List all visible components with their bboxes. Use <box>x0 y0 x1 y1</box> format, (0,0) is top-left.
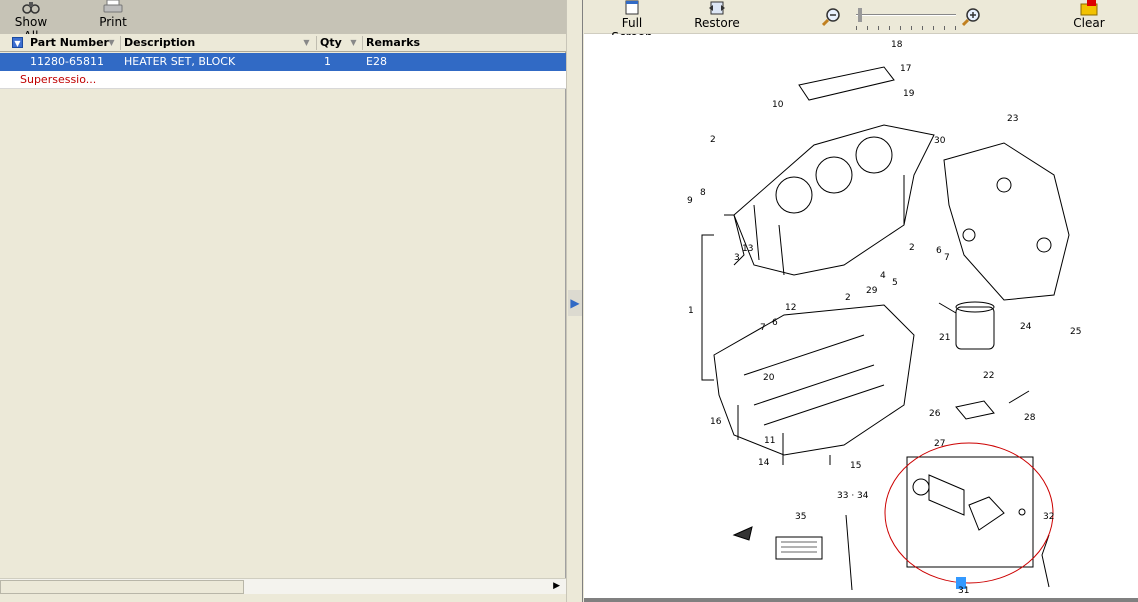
zoom-slider-track <box>856 14 956 16</box>
callout[interactable]: 35 <box>795 512 806 522</box>
callout[interactable]: 3 <box>734 253 740 263</box>
callout[interactable]: 21 <box>939 333 950 343</box>
pane-splitter[interactable]: ▶ <box>566 0 583 602</box>
callout[interactable]: 29 <box>866 286 878 296</box>
zoom-slider[interactable] <box>856 8 956 32</box>
callout[interactable]: 12 <box>785 303 796 313</box>
column-separator[interactable] <box>316 36 317 50</box>
print-button[interactable]: Print <box>96 0 130 29</box>
zoom-slider-handle[interactable] <box>858 8 862 22</box>
binoculars-icon <box>22 2 40 14</box>
zoom-out-icon[interactable] <box>822 7 842 27</box>
callout[interactable]: 6 <box>772 318 778 328</box>
callout[interactable]: 32 <box>1043 512 1054 522</box>
restore-label: Restore <box>694 16 740 30</box>
callout[interactable]: 17 <box>900 64 911 74</box>
parts-grid: ▼ Part Number ▼ Description ▼ Qty ▼ Rema… <box>0 34 566 578</box>
callout[interactable]: 11 <box>764 436 775 446</box>
callout[interactable]: 26 <box>929 409 941 419</box>
zoom-in-icon[interactable] <box>962 7 982 27</box>
callout[interactable]: 30 <box>934 136 946 146</box>
callout[interactable]: 27 <box>934 439 945 449</box>
clear-button[interactable]: Clear <box>1072 0 1106 30</box>
callout[interactable]: 8 <box>700 188 706 198</box>
callout[interactable]: 14 <box>758 458 770 468</box>
column-separator[interactable] <box>120 36 121 50</box>
col-remarks[interactable]: Remarks <box>366 36 421 49</box>
callout[interactable]: 15 <box>850 461 861 471</box>
callout[interactable]: 7 <box>760 323 766 333</box>
cell-description: HEATER SET, BLOCK <box>124 55 236 68</box>
cell-qty: 1 <box>324 55 331 68</box>
printer-icon <box>103 0 123 13</box>
cell-remarks: E28 <box>366 55 387 68</box>
callout[interactable]: 18 <box>891 40 903 50</box>
callout[interactable]: 7 <box>944 253 950 263</box>
scrollbar-thumb[interactable] <box>0 580 244 594</box>
callout[interactable]: 23 <box>1007 114 1018 124</box>
parts-list-pane: Show All Print ▼ Part Number ▼ Descripti… <box>0 0 566 602</box>
col-part-number[interactable]: Part Number <box>30 36 109 49</box>
horizontal-scrollbar[interactable]: ▶ <box>0 578 566 594</box>
callout[interactable]: 1 <box>688 306 694 316</box>
callout[interactable]: 2 <box>909 243 915 253</box>
callout[interactable]: 33 · 34 <box>837 491 869 501</box>
clear-icon <box>1080 0 1098 16</box>
window-bottom-edge <box>584 598 1138 602</box>
restore-button[interactable]: Restore <box>694 0 740 30</box>
col-qty[interactable]: Qty <box>320 36 342 49</box>
chevron-right-icon[interactable]: ▶ <box>568 290 582 316</box>
callout[interactable]: 25 <box>1070 327 1081 337</box>
restore-icon <box>709 1 725 15</box>
callout[interactable]: 19 <box>903 89 915 99</box>
diagram-pane: Full Screen Restore <box>584 0 1138 602</box>
column-filter-icon[interactable]: ▼ <box>303 38 310 47</box>
cell-part-number: 11280-65811 <box>30 55 104 68</box>
callout[interactable]: 10 <box>772 100 784 110</box>
callout[interactable]: 22 <box>983 371 994 381</box>
full-screen-icon <box>625 0 639 15</box>
callout[interactable]: 16 <box>710 417 722 427</box>
col-description[interactable]: Description <box>124 36 196 49</box>
callout[interactable]: 9 <box>687 196 693 206</box>
diagram-toolbar: Full Screen Restore <box>584 0 1138 44</box>
callout[interactable]: 24 <box>1020 322 1032 332</box>
callout[interactable]: 2 <box>845 293 851 303</box>
column-filter-icon[interactable]: ▼ <box>12 37 23 48</box>
supersession-row[interactable]: Supersessio... <box>0 71 566 89</box>
scroll-right-icon[interactable]: ▶ <box>553 581 560 591</box>
print-label: Print <box>99 15 127 29</box>
exploded-parts-diagram[interactable]: 18 17 10 19 30 2 23 8 9 13 3 6 7 2 4 5 2… <box>584 35 1138 598</box>
callout[interactable]: 4 <box>880 271 886 281</box>
column-filter-icon[interactable]: ▼ <box>350 38 357 47</box>
callout[interactable]: 5 <box>892 278 898 288</box>
callout[interactable]: 31 <box>958 586 969 596</box>
supersession-link[interactable]: Supersessio... <box>20 73 97 86</box>
column-separator[interactable] <box>362 36 363 50</box>
callout[interactable]: 20 <box>763 373 775 383</box>
callout[interactable]: 13 <box>742 244 753 254</box>
zoom-slider-ticks <box>856 26 956 30</box>
table-row[interactable]: 11280-65811 HEATER SET, BLOCK 1 E28 <box>0 53 566 71</box>
diagram-callouts: 18 17 10 19 30 2 23 8 9 13 3 6 7 2 4 5 2… <box>687 40 1081 596</box>
callout[interactable]: 28 <box>1024 413 1036 423</box>
parts-toolbar: Show All Print <box>0 0 566 43</box>
clear-label: Clear <box>1073 16 1105 30</box>
grid-header: ▼ Part Number ▼ Description ▼ Qty ▼ Rema… <box>0 34 566 52</box>
column-filter-icon[interactable]: ▼ <box>108 38 115 47</box>
callout[interactable]: 6 <box>936 246 942 256</box>
callout[interactable]: 2 <box>710 135 716 145</box>
